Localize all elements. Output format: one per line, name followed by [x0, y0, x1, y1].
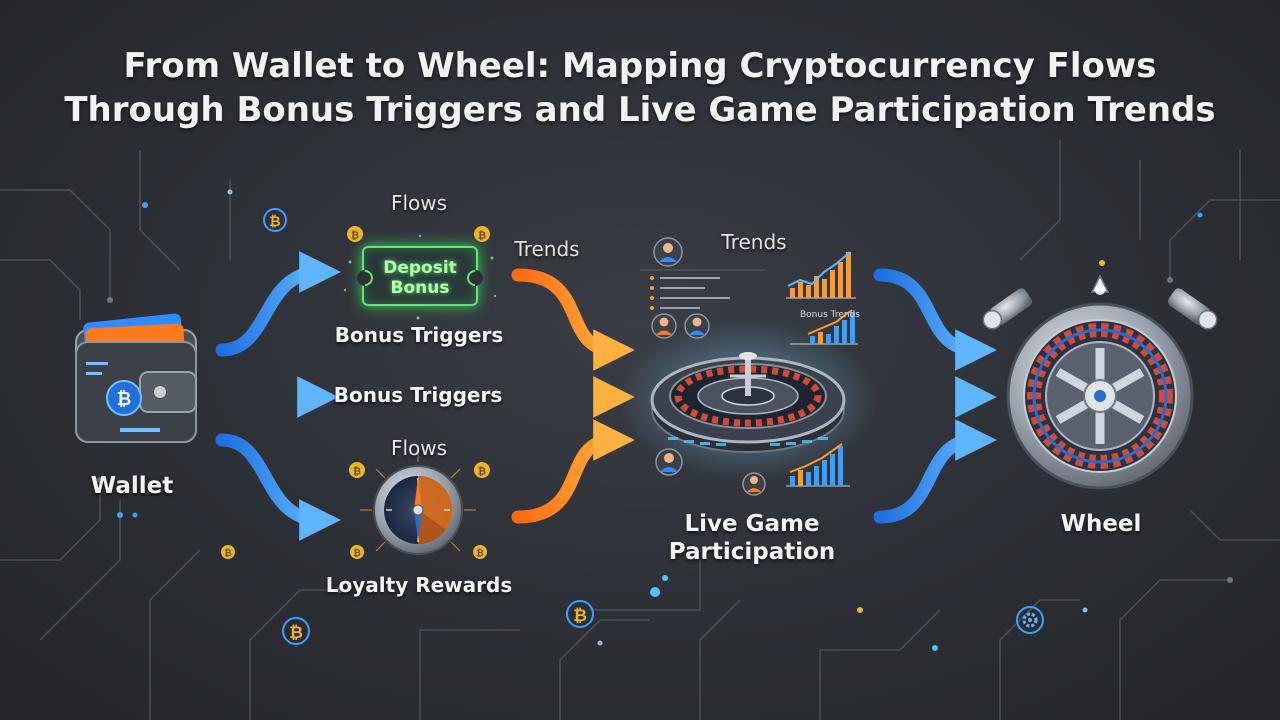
wallet-flow-arrows: [215, 251, 341, 541]
bitcoin-coin-icon: ₿: [566, 600, 594, 628]
bitcoin-coin-icon: ₿: [347, 226, 363, 242]
user-avatar-icon: [651, 313, 677, 339]
svg-text:₿: ₿: [478, 230, 486, 242]
activity-list-lines: [640, 269, 765, 310]
wheel-icon: [982, 274, 1218, 490]
bitcoin-coin-icon: ₿: [282, 617, 310, 645]
svg-text:₿: ₿: [573, 606, 587, 626]
flows-label-top: Flows: [390, 191, 448, 215]
page-title: From Wallet to Wheel: Mapping Cryptocurr…: [0, 44, 1280, 132]
page-title-line-2: Through Bonus Triggers and Live Game Par…: [64, 90, 1216, 130]
bitcoin-coin-icon: ₿: [474, 226, 490, 242]
svg-text:₿: ₿: [289, 623, 303, 643]
wallet-label: Wallet: [90, 473, 174, 499]
trends-label-right: Trends: [721, 230, 787, 254]
svg-text:₿: ₿: [224, 548, 231, 559]
gear-icon: [1016, 606, 1044, 634]
svg-text:₿: ₿: [353, 466, 361, 478]
live-game-roulette-icon: [618, 320, 878, 480]
loyalty-dial-icon: [360, 450, 476, 555]
chart-caption: Bonus Trends: [800, 310, 860, 320]
wheel-flow-arrows: [873, 268, 997, 524]
live-game-label-line-1: Live Game: [684, 511, 820, 537]
deposit-bonus-line-1: Deposit: [383, 258, 457, 278]
svg-text:₿: ₿: [478, 466, 486, 478]
bitcoin-coin-icon: ₿: [349, 462, 365, 478]
flows-label-bottom: Flows: [390, 436, 448, 460]
deposit-bonus-ticket: Deposit Bonus: [362, 246, 478, 306]
svg-text:₿: ₿: [476, 548, 483, 559]
svg-text:₿: ₿: [269, 214, 280, 230]
user-avatar-icon: [742, 472, 766, 496]
bitcoin-coin-icon: ₿: [263, 208, 287, 232]
bonus-flow-arrows: [511, 268, 635, 524]
svg-text:₿: ₿: [117, 389, 132, 410]
circuit-nodes: [97, 189, 1233, 651]
loyalty-rewards-label: Loyalty Rewards: [325, 573, 513, 597]
svg-text:₿: ₿: [351, 230, 359, 242]
trend-chart-middle: [790, 309, 858, 345]
bonus-triggers-label-middle: Bonus Triggers: [333, 383, 503, 407]
wheel-label: Wheel: [1060, 511, 1142, 537]
trend-chart-top: [786, 251, 856, 299]
page-title-line-1: From Wallet to Wheel: Mapping Cryptocurr…: [123, 46, 1157, 86]
trend-chart-bottom: [786, 443, 850, 487]
user-avatar-icon: [684, 313, 710, 339]
svg-text:₿: ₿: [353, 548, 360, 559]
trends-label-left: Trends: [514, 237, 580, 261]
deposit-bonus-line-2: Bonus: [390, 278, 450, 298]
circuit-background: [0, 140, 1280, 720]
user-avatar-icon: [655, 448, 683, 476]
bonus-triggers-label-top: Bonus Triggers: [334, 323, 504, 347]
user-avatar-icon: [653, 237, 683, 267]
live-game-label-line-2: Participation: [668, 539, 836, 565]
bitcoin-coin-icon: ₿: [474, 462, 490, 478]
wallet-icon: ₿: [75, 313, 197, 443]
bitcoin-coin-icon: ₿: [350, 545, 364, 559]
bitcoin-coin-icon: ₿: [221, 545, 235, 559]
live-game-participation-label: Live Game Participation: [669, 510, 836, 566]
bitcoin-coin-icon: ₿: [473, 545, 487, 559]
deposit-sparkle: [343, 234, 497, 320]
